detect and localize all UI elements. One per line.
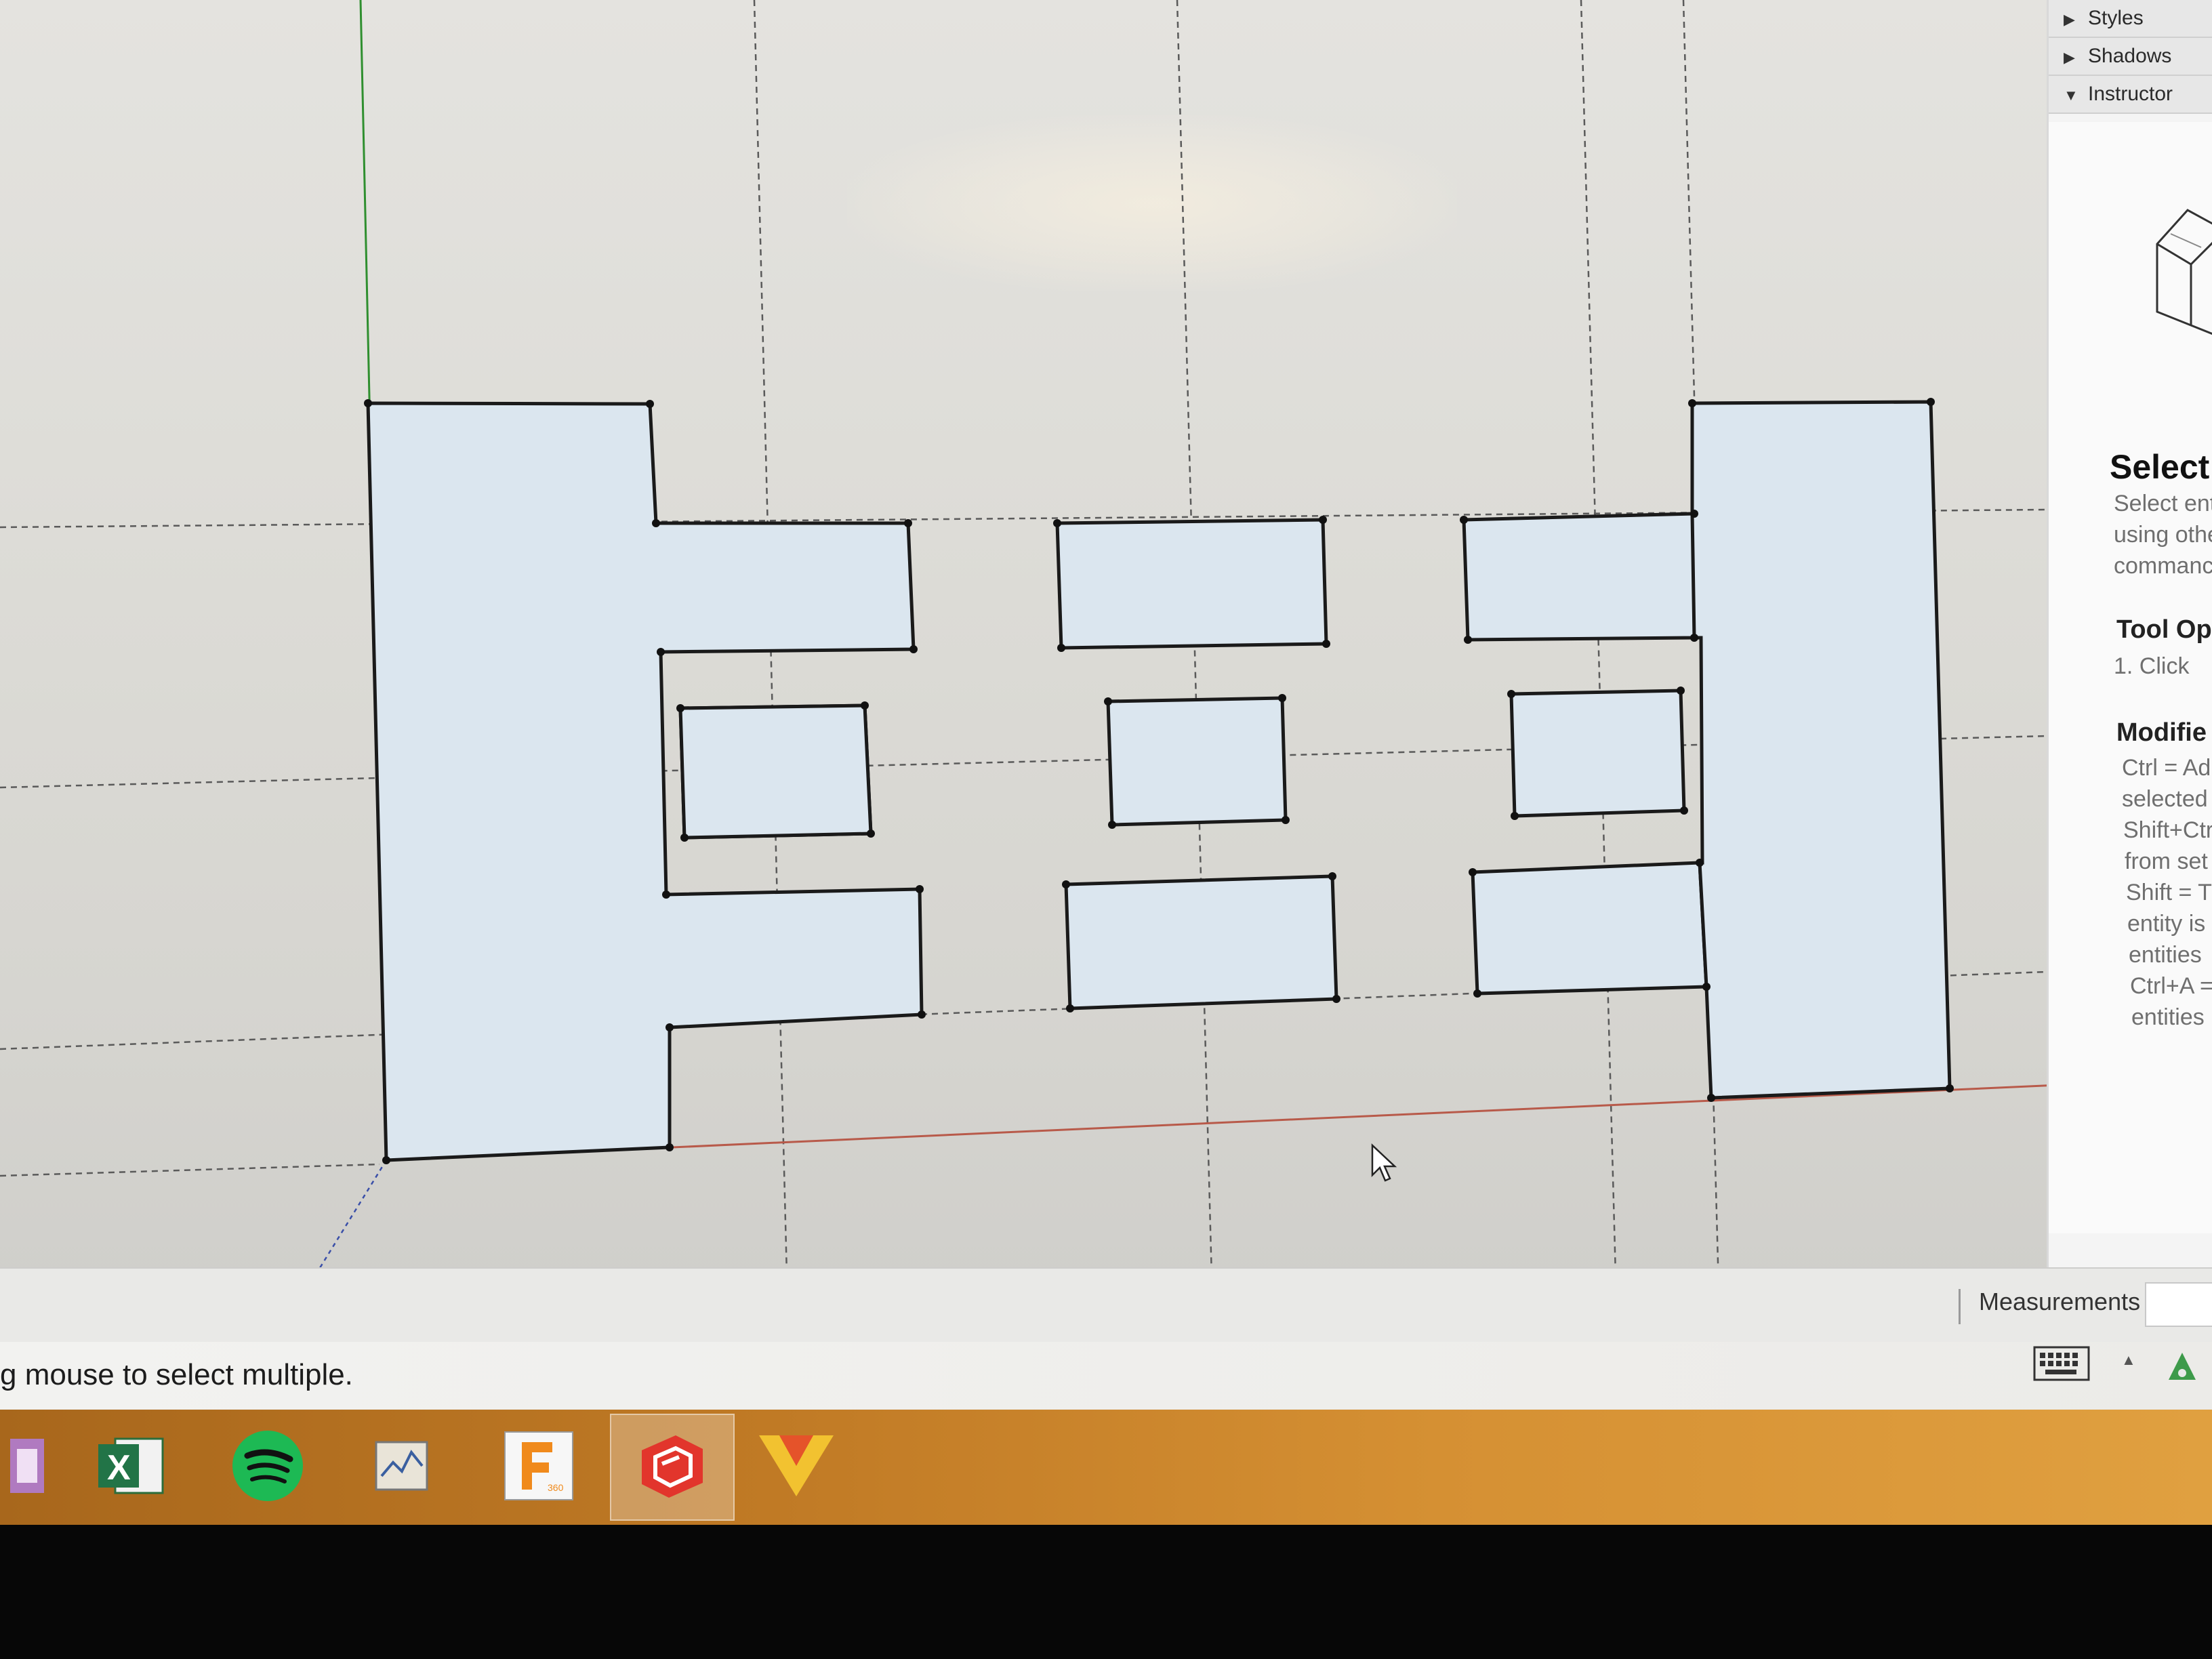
right-bottom-window-face[interactable] (1471, 861, 1708, 996)
mouse-cursor-icon (1371, 1143, 1397, 1182)
tool-operations-heading: Tool Op (2116, 615, 2212, 644)
spotify-app-icon[interactable] (224, 1422, 312, 1510)
center-bottom-window-face[interactable] (1064, 874, 1338, 1010)
measurements-label: Measurements (1979, 1288, 2141, 1315)
right-wing-face[interactable] (1690, 400, 1952, 1100)
right-inner-window-face[interactable] (1509, 689, 1686, 818)
modifier-line: selected (2122, 786, 2208, 812)
instructor-panel: Select Select ent using othe commanc Too… (2049, 122, 2212, 1233)
blue-axis (281, 1160, 388, 1328)
modifiers-heading: Modifie (2116, 718, 2207, 747)
onenote-app-icon[interactable] (0, 1422, 75, 1510)
modifier-line: Shift+Ctr (2123, 817, 2212, 843)
modifier-line: Ctrl = Ad (2122, 755, 2211, 781)
instructor-description-line: Select ent (2114, 491, 2212, 516)
tray-panel-label: Styles (2088, 7, 2144, 29)
guide-line-vertical-1 (753, 0, 790, 1328)
collapse-triangle-icon: ▼ (2064, 87, 2078, 104)
network-icon[interactable] (2162, 1346, 2203, 1387)
default-tray: ▶ Styles ▶ Shadows ▼ Instructor Select Sele… (2047, 0, 2212, 1288)
svg-text:360: 360 (548, 1482, 564, 1493)
instructor-description-line: using othe (2114, 522, 2212, 548)
select-tool-house-icon (2156, 209, 2212, 335)
sketchup-app-icon[interactable] (610, 1414, 735, 1521)
measurements-bar: Measurements (0, 1267, 2212, 1343)
modifier-line: entities (2131, 1004, 2205, 1030)
expand-triangle-icon: ▶ (2064, 49, 2075, 66)
modifier-line: Shift = T (2126, 880, 2212, 905)
modifier-line: Ctrl+A = (2130, 973, 2212, 999)
modifier-line: entity is (2127, 911, 2206, 937)
performance-monitor-app-icon[interactable] (359, 1422, 447, 1510)
expand-triangle-icon: ▶ (2064, 11, 2075, 28)
guide-line-horizontal-4 (0, 1163, 380, 1177)
guide-line-vertical-2 (1176, 0, 1214, 1328)
vectorworks-app-icon[interactable] (752, 1422, 840, 1510)
monitor-bezel (0, 1525, 2212, 1659)
excel-app-icon[interactable]: X (88, 1422, 176, 1510)
measurements-separator (1959, 1289, 1961, 1324)
show-hidden-icons-icon[interactable]: ▲ (2121, 1351, 2136, 1368)
tool-operations-item: 1. Click (2114, 653, 2190, 679)
modifier-line: entities (2129, 942, 2202, 968)
drawing-canvas[interactable] (0, 0, 2074, 1328)
center-middle-window-face[interactable] (1106, 696, 1288, 827)
model-viewport[interactable] (0, 0, 2074, 1328)
left-inner-window-face[interactable] (678, 703, 873, 840)
modifier-line: from set (2125, 848, 2208, 874)
status-hint-text: g mouse to select multiple. (0, 1358, 353, 1391)
status-bar: g mouse to select multiple. ▲ (0, 1342, 2212, 1410)
right-top-window-face[interactable] (1462, 512, 1696, 642)
tray-panel-shadows[interactable]: ▶ Shadows (2049, 38, 2212, 76)
svg-text:X: X (107, 1448, 131, 1488)
guide-line-vertical-3 (1580, 0, 1618, 1302)
fusion-360-app-icon[interactable]: 360 (495, 1422, 583, 1510)
screen-glare (847, 115, 1457, 291)
tray-panel-label: Instructor (2088, 83, 2173, 105)
instructor-description-line: commanc (2114, 553, 2212, 579)
measurements-input[interactable] (2145, 1282, 2212, 1327)
tray-panel-styles[interactable]: ▶ Styles (2049, 0, 2212, 38)
center-top-window-face[interactable] (1055, 518, 1328, 650)
windows-taskbar: X 360 (0, 1410, 2212, 1525)
instructor-tool-title: Select (2110, 448, 2210, 486)
tray-panel-instructor[interactable]: ▼ Instructor (2049, 76, 2212, 114)
vertex-markers (364, 398, 1954, 1164)
tray-panel-label: Shadows (2088, 45, 2172, 67)
touch-keyboard-icon[interactable] (2033, 1346, 2090, 1381)
